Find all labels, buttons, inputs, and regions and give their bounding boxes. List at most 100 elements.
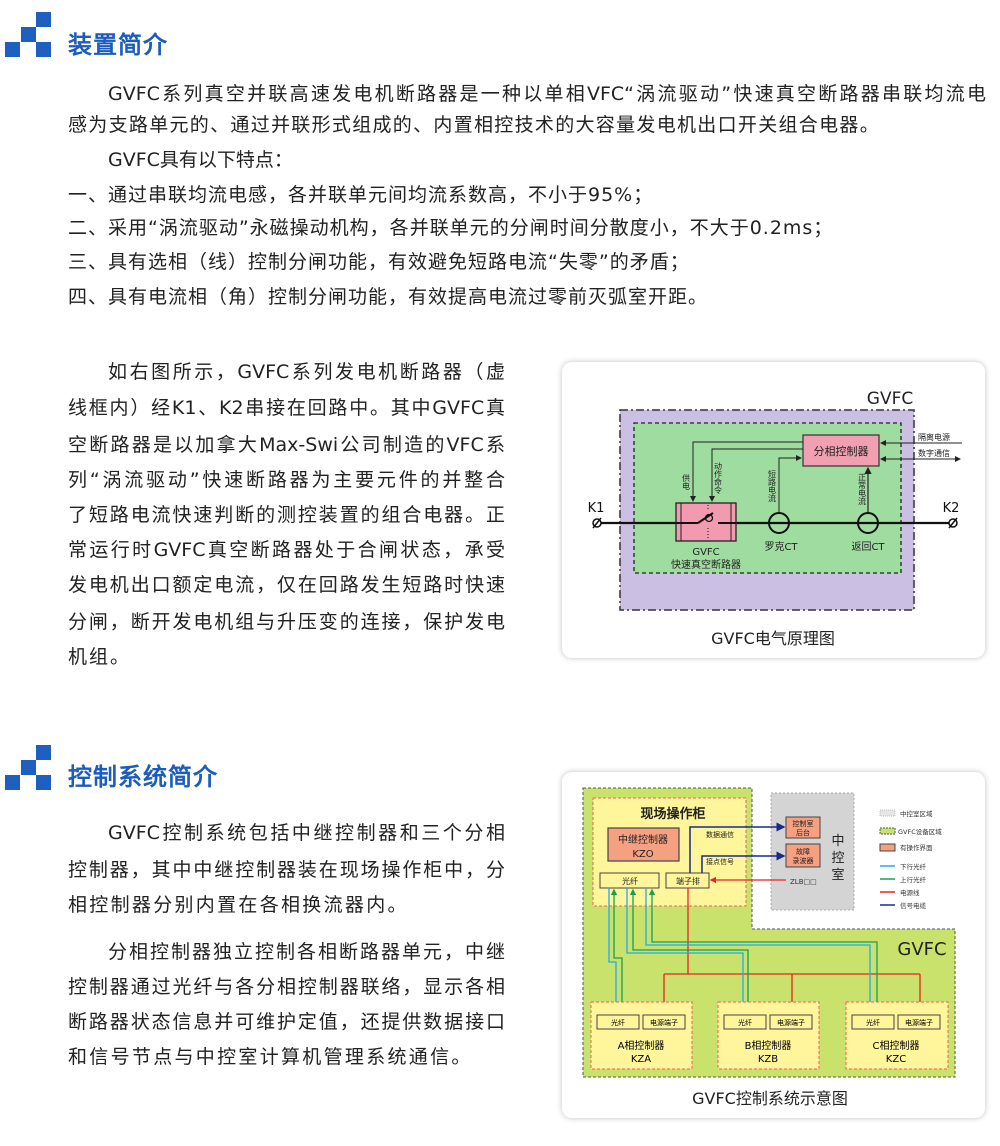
digital-comm-label: 数字通信	[918, 448, 950, 458]
paragraph-line: 控制器，其中中继控制器装在现场操作柜中，分	[68, 859, 505, 881]
control-system-diagram: 现场操作柜 中继控制器 KZO 光纤 端子排 控制室 后台 故障 录波器 中 控…	[582, 787, 956, 1108]
fault-recorder-box	[785, 843, 821, 868]
legend-item: 有操作界面	[900, 843, 933, 852]
fault-recorder-label: 故障	[796, 847, 810, 856]
phase-controller-box	[802, 434, 880, 467]
gvfc-label: GVFC	[867, 389, 913, 409]
paragraph-line: 如右图所示，GVFC系列发电机断路器（虚	[108, 361, 505, 383]
phase-controller-label: 分相控制器	[814, 444, 869, 458]
paragraph-line: 常运行时GVFC真空断路器处于合闸状态，承受	[68, 539, 505, 561]
paragraph-line: GVFC具有以下特点：	[108, 149, 293, 171]
relay-controller-code: KZO	[632, 849, 653, 860]
gvfc-label: GVFC	[897, 939, 946, 960]
fiber-port-box	[599, 872, 660, 889]
breaker-label-cn: 快速真空断路器	[671, 558, 741, 571]
paragraph-line: 了短路电流快速判断的测控装置的组合电器。正	[68, 504, 505, 526]
fault-recorder-label: 录波器	[793, 856, 814, 865]
paragraph-line: GVFC系列真空并联高速发电机断路器是一种以单相VFC“涡流驱动”快速真空断路器…	[108, 83, 986, 105]
feature-item: 三、具有选相（线）控制分闸功能，有效避免短路电流“失零”的矛盾；	[68, 251, 690, 273]
control-room-backend-box	[785, 816, 821, 839]
paragraph-line: 分闸，断开发电机组与升压变的连接，保护发电	[68, 611, 505, 633]
paragraph-line: 分相控制器独立控制各相断路器单元，中继	[108, 941, 505, 963]
downlink-fiber-a	[608, 888, 620, 1015]
section-title-device-intro: 装置简介	[68, 31, 168, 59]
legend-item: 电源线	[900, 888, 920, 897]
legend-item: 上行光纤	[900, 875, 927, 884]
power-supply-label: 供电	[682, 473, 691, 490]
legend-item: 下行光纤	[900, 862, 927, 871]
uplink-fiber-a	[610, 888, 623, 1015]
fiber-label: 光纤	[622, 876, 638, 886]
paragraph-line: 列“涡流驱动”快速断路器为主要元件的并整合	[68, 469, 505, 491]
central-room-label: 控	[831, 851, 844, 866]
short-current-label: 短路电流	[768, 469, 777, 503]
paragraph-line: 机组。	[68, 646, 132, 668]
short-current-line	[778, 455, 802, 513]
return-ct-label: 返回CT	[851, 541, 885, 553]
fiber-label: 光纤	[866, 1018, 880, 1027]
paragraph-line: GVFC控制系统包括中继控制器和三个分相	[108, 822, 505, 844]
field-cabinet-label: 现场操作柜	[640, 806, 705, 822]
power-supply-line	[690, 441, 803, 502]
phase-name: C相控制器	[873, 1039, 920, 1052]
phase-code: KZA	[631, 1054, 651, 1065]
legend-item: GVFC设备区域	[898, 827, 942, 836]
phase-controller-b: 光纤 电源端子 B相控制器 KZB	[717, 1001, 820, 1070]
electrical-diagram-card: GVFC 分相控制器 隔离电源 数字通信 供电 动作命令 短路电流 正常电流 K…	[562, 362, 985, 658]
fiber-label: 光纤	[738, 1018, 752, 1027]
fiber-label: 光纤	[611, 1018, 625, 1027]
k2-label: K2	[943, 501, 960, 516]
uplink-fiber-c	[648, 888, 878, 1015]
central-room-label: 中	[831, 834, 844, 849]
relay-controller-label: 中继控制器	[618, 833, 668, 846]
rogowski-ct-label: 罗克CT	[764, 541, 798, 553]
k1-label: K1	[588, 501, 605, 516]
normal-current-label: 正常电流	[858, 473, 867, 506]
phase-name: A相控制器	[618, 1039, 665, 1052]
action-command-line	[709, 448, 803, 502]
backend-label: 控制室	[793, 819, 814, 828]
phase-code: KZC	[886, 1054, 906, 1065]
uplink-fiber-b	[629, 888, 749, 1015]
rogowski-ct-icon	[768, 512, 790, 534]
paragraph-line: 断路器状态信息并可维护定值，还提供数据接口	[68, 1011, 505, 1033]
contact-signal-label: 接点信号	[706, 857, 734, 866]
diagram-caption: GVFC电气原理图	[711, 629, 835, 648]
phase-controller-a: 光纤 电源端子 A相控制器 KZA	[590, 1001, 693, 1070]
downlink-fiber-b	[626, 888, 747, 1015]
contact-signal-cable	[701, 851, 786, 873]
feature-item: 二、采用“涡流驱动”永磁操动机构，各并联单元的分闸时间分散度小，不大于0.2ms…	[68, 217, 834, 239]
zlb-label: ZLB□□	[790, 878, 817, 886]
phase-controller-c: 光纤 电源端子 C相控制器 KZC	[845, 1001, 949, 1070]
power-terminal-label: 电源端子	[777, 1018, 805, 1027]
paragraph-line: 发电机出口额定电流，仅在回路发生短路时快速	[68, 574, 505, 596]
feature-item: 四、具有电流相（角）控制分闸功能，有效提高电流过零前灭弧室开距。	[68, 286, 709, 308]
relay-controller-box	[607, 827, 680, 862]
paragraph-line: 和信号节点与中控室计算机管理系统通信。	[68, 1046, 473, 1068]
data-comm-label: 数据通信	[706, 830, 734, 839]
return-ct-icon	[857, 512, 879, 534]
section-title-control-system: 控制系统简介	[68, 763, 218, 791]
feature-item: 一、通过串联均流电感，各并联单元间均流系数高，不小于95%；	[68, 184, 654, 206]
diagram-caption: GVFC控制系统示意图	[692, 1089, 848, 1108]
legend-item: 中控室区域	[900, 809, 933, 818]
paragraph-line: 空断路器是以加拿大Max-Swi公司制造的VFC系	[68, 434, 505, 456]
downlink-fiber-c	[645, 888, 874, 1015]
legend-item: 信号电缆	[900, 901, 927, 910]
power-terminal-label: 电源端子	[650, 1018, 678, 1027]
breaker-label: GVFC	[692, 547, 719, 558]
control-system-diagram-card: 现场操作柜 中继控制器 KZO 光纤 端子排 控制室 后台 故障 录波器 中 控…	[562, 772, 985, 1118]
phase-name: B相控制器	[745, 1039, 792, 1052]
central-room-label: 室	[831, 867, 844, 883]
electrical-principle-diagram: GVFC 分相控制器 隔离电源 数字通信 供电 动作命令 短路电流 正常电流 K…	[588, 389, 962, 648]
paragraph-line: 相控制器分别内置在各相换流器内。	[68, 894, 409, 916]
paragraph-line: 控制器通过光纤与各分相控制器联络，显示各相	[68, 976, 505, 998]
action-command-label: 动作命令	[714, 461, 723, 495]
backend-label: 后台	[796, 828, 810, 837]
legend: 中控室区域 GVFC设备区域 有操作界面 下行光纤 上行光纤 电源线 信号电缆	[879, 809, 942, 910]
paragraph-line: 感为支路单元的、通过并联形式组成的、内置相控技术的大容量发电机出口开关组合电器。	[68, 114, 881, 136]
isolated-power-label: 隔离电源	[918, 432, 950, 442]
paragraph-line: 线框内）经K1、K2串接在回路中。其中GVFC真	[68, 397, 505, 419]
phase-code: KZB	[758, 1054, 778, 1065]
power-terminal-label: 电源端子	[905, 1018, 933, 1027]
